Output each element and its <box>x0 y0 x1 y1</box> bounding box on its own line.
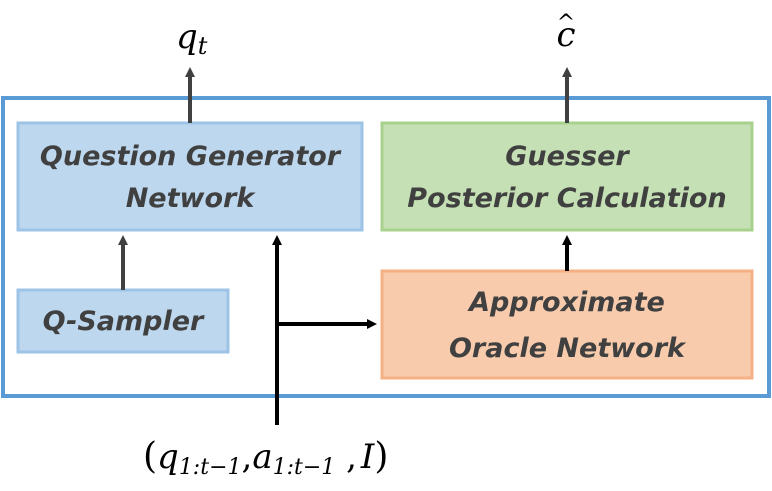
guesser-box: Guesser Posterior Calculation <box>380 121 754 232</box>
oracle-label-line1: Approximate <box>467 287 665 318</box>
guesser-label-line1: Guesser <box>505 141 630 172</box>
input-image: I <box>360 437 375 477</box>
input-close-paren: ) <box>374 436 388 477</box>
question-generator-label-line1: Question Generator <box>40 141 342 172</box>
oracle-rect <box>380 269 754 380</box>
input-q-base: q <box>157 437 179 477</box>
chat-base: c <box>556 15 575 55</box>
oracle-label-line2: Oracle Network <box>449 333 687 364</box>
input-q-subscript: 1:t−1 <box>179 455 242 480</box>
q-sampler-rect <box>16 288 230 354</box>
output-label-chat: c ^ <box>556 11 575 55</box>
system-container <box>1 96 771 398</box>
qt-base: q <box>176 17 198 57</box>
question-generator-label-line2: Network <box>126 183 257 214</box>
chat-accent: ^ <box>557 11 575 36</box>
oracle-box: Approximate Oracle Network <box>380 269 754 380</box>
q-sampler-label: Q-Sampler <box>43 306 205 337</box>
question-generator-box: Question Generator Network <box>16 121 364 232</box>
guesser-label-line2: Posterior Calculation <box>407 183 726 214</box>
output-label-qt: qt <box>176 17 208 60</box>
input-comma-1: , <box>242 437 253 477</box>
input-a-base: a <box>252 437 272 477</box>
q-sampler-box: Q-Sampler <box>16 288 230 354</box>
input-open-paren: ( <box>143 436 157 477</box>
input-a-subscript: 1:t−1 <box>273 455 336 480</box>
input-label: (q1:t−1,a1:t−1 ,I) <box>143 436 388 480</box>
qt-subscript: t <box>198 32 208 60</box>
input-comma-2: , <box>335 437 357 477</box>
